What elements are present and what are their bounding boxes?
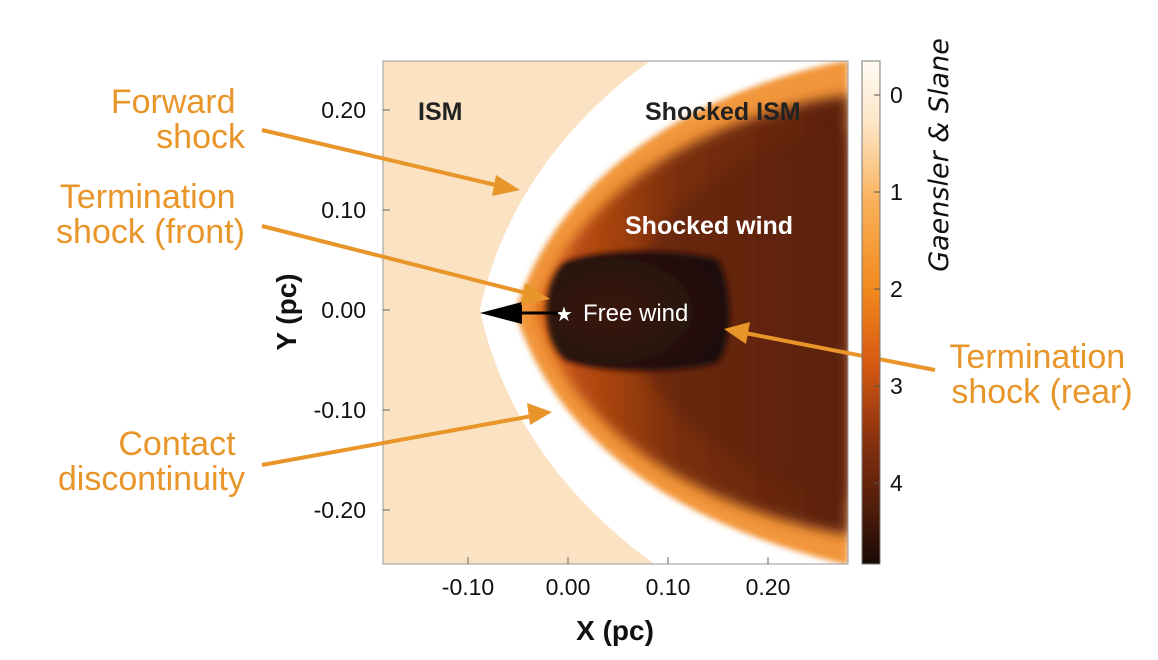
colorbar-tick-label: 0 — [890, 82, 903, 108]
x-tick-label: 0.00 — [546, 574, 591, 600]
ism-label: ISM — [418, 98, 462, 126]
callout-arrows — [261, 128, 936, 467]
shocked-ism-label: Shocked ISM — [645, 98, 801, 126]
x-tick-label: -0.10 — [442, 574, 494, 600]
y-tick-label: 0.20 — [321, 97, 366, 123]
free-wind-core — [546, 251, 730, 371]
free-wind-label: Free wind — [583, 300, 688, 327]
motion-arrow-icon — [480, 302, 522, 324]
y-tick-label: 0.00 — [321, 297, 366, 323]
x-axis-title: X (pc) — [576, 615, 654, 646]
termination-shock-rear-label: Termination shock (rear) — [949, 338, 1134, 411]
colorbar — [861, 60, 881, 565]
x-tick-label: 0.20 — [746, 574, 791, 600]
colorbar-tick-label: 3 — [890, 373, 903, 399]
colorbar-tick-label: 4 — [890, 470, 903, 496]
pulsar-star-icon: ★ — [555, 302, 573, 326]
y-axis: 0.20 0.10 0.00 -0.10 -0.20 — [314, 97, 390, 523]
x-axis: -0.10 0.00 0.10 0.20 — [442, 557, 791, 600]
colorbar-tick-label: 2 — [890, 276, 903, 302]
colorbar-tick-label: 1 — [890, 179, 903, 205]
y-tick-label: -0.10 — [314, 397, 366, 423]
forward-shock-label: Forward shock — [111, 83, 246, 156]
termination-shock-front-label: Termination shock (front) — [56, 178, 245, 251]
y-tick-label: -0.20 — [314, 497, 366, 523]
x-tick-label: 0.10 — [646, 574, 691, 600]
y-tick-label: 0.10 — [321, 197, 366, 223]
contact-discontinuity-label: Contact discontinuity — [58, 425, 245, 498]
shocked-wind-label: Shocked wind — [625, 212, 793, 240]
y-axis-title: Y (pc) — [271, 273, 302, 350]
simulation-image — [383, 61, 848, 564]
colorbar-ticks: 0 1 2 3 4 — [874, 82, 903, 496]
image-credit: Gaensler & Slane — [924, 38, 955, 272]
